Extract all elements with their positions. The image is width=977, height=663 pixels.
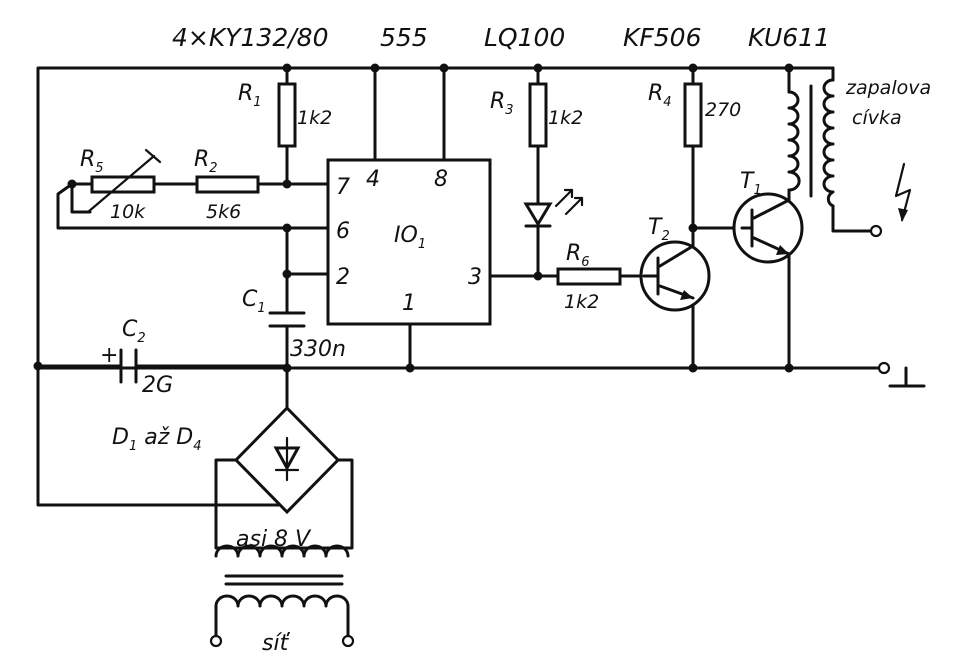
resistor-r2: R2 5k6 [194, 147, 260, 223]
power-transistor-type-label: KU611 [748, 23, 830, 52]
coil-label-line1: zapalova [845, 77, 931, 99]
timer-type-label: 555 [380, 23, 428, 52]
secondary-winding-icon [822, 78, 835, 208]
t1-designator: T1 [740, 169, 762, 198]
resistor-r4: R4 270 [648, 81, 741, 148]
junction-dot [282, 63, 292, 73]
junction-dot [405, 363, 415, 373]
c2-designator: C2 [122, 317, 146, 346]
junction-dot [784, 63, 794, 73]
bridge-designator: D1 až D4 [112, 425, 201, 454]
junction-dot [688, 63, 698, 73]
r6-value: 1k2 [564, 291, 599, 313]
light-emission-arrow-icon [554, 188, 574, 208]
secondary-winding-icon [214, 544, 350, 558]
coil-label-line2: cívka [852, 107, 902, 129]
capacitor-c1: C1 330n [242, 287, 346, 362]
r5-value: 10k [110, 201, 146, 223]
rectifier-type-label: 4×KY132/80 [172, 23, 328, 52]
ground-output-terminal [877, 361, 891, 375]
junction-dot [282, 179, 292, 189]
r3-designator: R3 [490, 89, 514, 118]
mains-terminal [209, 634, 223, 648]
junction-dot [33, 361, 43, 371]
ic-pin-7-label: 7 [336, 175, 350, 200]
ic-pin-2-label: 2 [336, 265, 350, 290]
capacitor-c2: + C2 2G [100, 317, 173, 398]
junction-dot [370, 63, 380, 73]
driver-transistor-type-label: KF506 [623, 23, 702, 52]
ignition-coil: zapalova cívka [787, 77, 931, 238]
resistor-r5-variable: R5 10k [80, 147, 162, 223]
r6-designator: R6 [566, 241, 590, 270]
r5-designator: R5 [80, 147, 104, 176]
ground-terminal [877, 361, 926, 388]
mains-transformer: asi 8 V síť [209, 527, 355, 656]
ic-pin-1-label: 1 [402, 291, 416, 316]
c2-polarity: + [100, 343, 118, 368]
led-icon [523, 202, 553, 227]
junction-dot [282, 363, 292, 373]
bridge-rectifier: D1 až D4 [112, 405, 341, 515]
junction-dots [33, 63, 794, 373]
spark-icon [894, 162, 912, 222]
c2-value: 2G [142, 373, 173, 398]
r2-designator: R2 [194, 147, 218, 176]
junction-dot [282, 223, 292, 233]
r1-designator: R1 [238, 81, 262, 110]
ic-pin-3-label: 3 [468, 265, 482, 290]
positive-rail [36, 66, 835, 368]
r4-value: 270 [705, 99, 741, 121]
secondary-voltage-label: asi 8 V [236, 527, 312, 552]
junction-dot [533, 271, 543, 281]
c1-value: 330n [290, 337, 346, 362]
ic1-designator: IO1 [394, 223, 426, 252]
r4-designator: R4 [648, 81, 672, 110]
primary-winding-icon [787, 90, 801, 192]
resistor-r6: R6 1k2 [556, 241, 622, 313]
junction-dot [439, 63, 449, 73]
resistor-r3: R3 1k2 [490, 82, 583, 148]
junction-dot [784, 363, 794, 373]
junction-dot [67, 179, 77, 189]
c1-designator: C1 [242, 287, 266, 316]
r2-value: 5k6 [206, 201, 241, 223]
spark-output-terminal [869, 224, 883, 238]
r3-value: 1k2 [548, 107, 583, 129]
t2-designator: T2 [648, 215, 670, 244]
junction-dot [688, 223, 698, 233]
primary-winding-icon [214, 594, 350, 608]
junction-dot [282, 269, 292, 279]
transistor-t2: T2 [639, 215, 711, 312]
ic-555-timer: IO1 7 6 2 4 8 3 1 [326, 158, 492, 326]
resistor-r1: R1 1k2 [238, 81, 332, 148]
mains-terminal [341, 634, 355, 648]
led-lq100 [523, 188, 584, 228]
transistor-t1: T1 [732, 169, 804, 264]
ic-pin-6-label: 6 [336, 219, 350, 244]
junction-dot [688, 363, 698, 373]
variable-arrow-icon [86, 154, 156, 214]
ic-pin-4-label: 4 [366, 167, 380, 192]
ic-pin-8-label: 8 [434, 167, 448, 192]
mains-label: síť [262, 631, 291, 656]
header-labels: 4×KY132/80 555 LQ100 KF506 KU611 [172, 23, 830, 52]
r1-value: 1k2 [297, 107, 332, 129]
junction-dot [533, 63, 543, 73]
led-type-label: LQ100 [484, 23, 565, 52]
